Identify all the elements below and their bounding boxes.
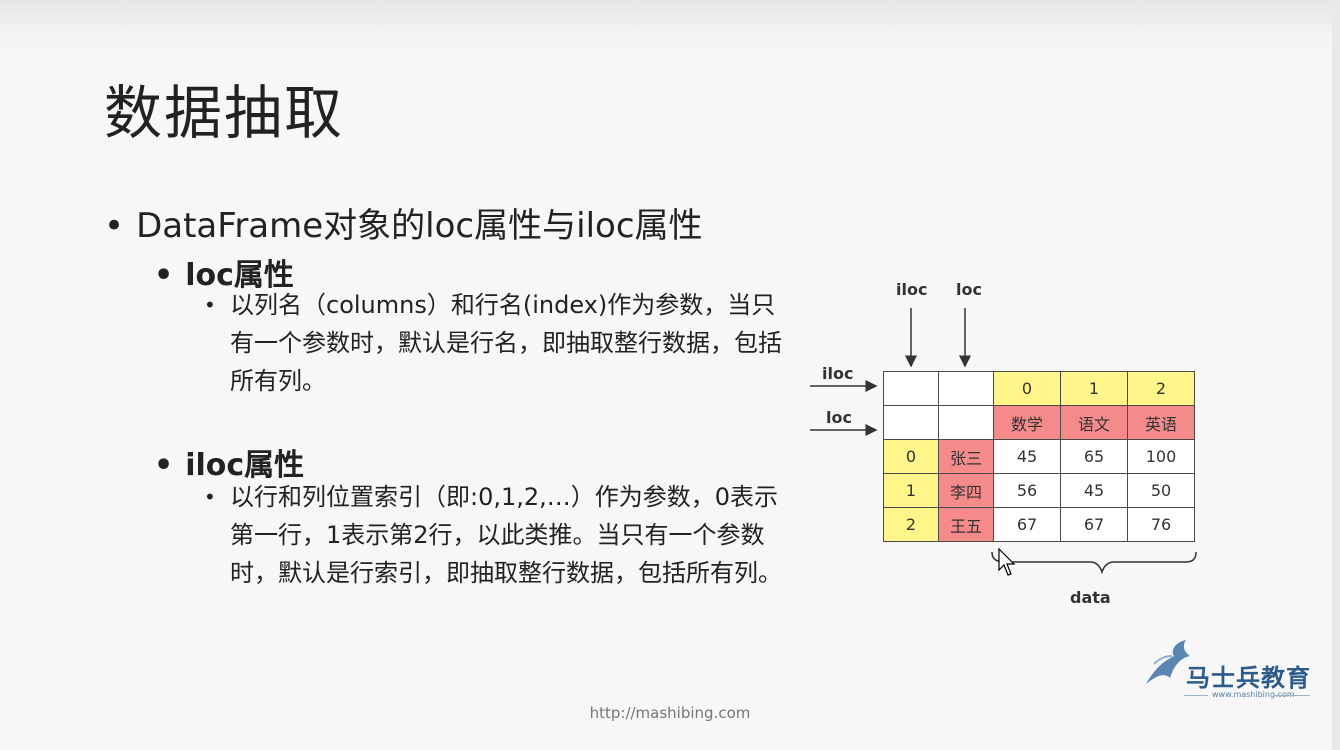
iloc-description: • 以行和列位置索引（即:0,1,2,…）作为参数，0表示第一行，1表示第2行，… (204, 478, 784, 592)
data-cell: 45 (993, 439, 1061, 474)
iloc-heading: • iloc属性 (154, 440, 304, 484)
row-name-cell: 张三 (938, 439, 994, 474)
row-position-cell: 1 (883, 473, 939, 508)
row-name-cell: 李四 (938, 473, 994, 508)
iloc-description-text: 以行和列位置索引（即:0,1,2,…）作为参数，0表示第一行，1表示第2行，以此… (230, 483, 782, 587)
logo-rule (1184, 695, 1208, 696)
bullet-dot: • (154, 448, 174, 483)
iloc-heading-text: iloc属性 (185, 448, 305, 483)
bullet-dot: • (104, 206, 125, 246)
bullet-dot: • (204, 293, 216, 317)
logo-rule (1274, 695, 1310, 696)
mashibing-logo: 马士兵教育 www.mashibing.com (1140, 634, 1320, 704)
side-iloc-label: iloc (822, 364, 854, 383)
loc-heading: • loc属性 (154, 250, 294, 294)
data-label: data (1070, 588, 1111, 607)
corner-cell (883, 371, 939, 406)
data-cell: 100 (1127, 439, 1195, 474)
data-cell: 67 (993, 507, 1061, 542)
loc-description: • 以列名（columns）和行名(index)作为参数，当只有一个参数时，默认… (204, 286, 784, 400)
loc-heading-text: loc属性 (185, 258, 294, 293)
column-name-cell: 英语 (1127, 405, 1195, 440)
slide-title: 数据抽取 (104, 79, 345, 147)
column-name-cell: 数学 (993, 405, 1061, 440)
bullet-dot: • (154, 258, 174, 293)
data-brace (991, 551, 1197, 575)
row-position-cell: 2 (883, 507, 939, 542)
data-cell: 45 (1060, 473, 1128, 508)
data-cell: 76 (1127, 507, 1195, 542)
logo-url: www.mashibing.com (1212, 690, 1295, 699)
logo-mark-icon (1146, 640, 1190, 684)
main-bullet: • DataFrame对象的loc属性与iloc属性 (104, 198, 703, 247)
logo-name: 马士兵教育 (1186, 664, 1311, 692)
main-bullet-text: DataFrame对象的loc属性与iloc属性 (136, 206, 703, 246)
mouse-cursor-icon (998, 548, 1016, 576)
row-position-cell: 0 (883, 439, 939, 474)
data-cell: 50 (1127, 473, 1195, 508)
corner-cell (938, 405, 994, 440)
top-iloc-label: iloc (896, 280, 928, 299)
corner-cell (883, 405, 939, 440)
column-name-cell: 语文 (1060, 405, 1128, 440)
column-position-cell: 1 (1060, 371, 1128, 406)
side-loc-label: loc (826, 408, 852, 427)
row-name-cell: 王五 (938, 507, 994, 542)
window-right-edge (1332, 0, 1340, 750)
top-loc-label: loc (956, 280, 982, 299)
column-position-cell: 2 (1127, 371, 1195, 406)
data-cell: 56 (993, 473, 1061, 508)
data-cell: 67 (1060, 507, 1128, 542)
loc-iloc-diagram: iloc loc iloc loc data 0 1 2 数学 语文 英语 0 … (800, 270, 1220, 620)
bullet-dot: • (204, 485, 216, 509)
footer-url: http://mashibing.com (589, 704, 751, 722)
window-top-strip (0, 0, 1340, 62)
loc-description-text: 以列名（columns）和行名(index)作为参数，当只有一个参数时，默认是行… (230, 291, 782, 395)
column-position-cell: 0 (993, 371, 1061, 406)
corner-cell (938, 371, 994, 406)
data-cell: 65 (1060, 439, 1128, 474)
